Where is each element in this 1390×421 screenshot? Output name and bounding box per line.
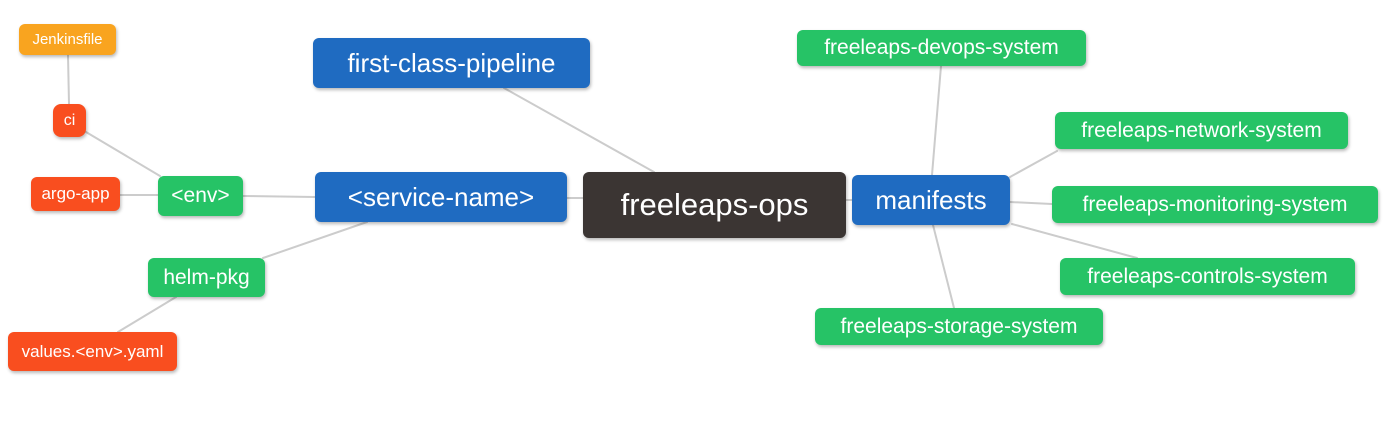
node-service-name[interactable]: <service-name> xyxy=(315,172,567,222)
edge-service-name-env xyxy=(242,195,316,198)
node-ci[interactable]: ci xyxy=(53,104,86,137)
node-helm-pkg[interactable]: helm-pkg xyxy=(148,258,265,297)
edge-manifests-freeleaps-devops-system xyxy=(931,65,942,176)
node-first-class-pipeline[interactable]: first-class-pipeline xyxy=(313,38,590,88)
node-values-env-yaml[interactable]: values.<env>.yaml xyxy=(8,332,177,371)
edge-manifests-freeleaps-network-system xyxy=(1009,150,1058,178)
edge-service-name-helm-pkg xyxy=(262,221,368,259)
edge-freeleaps-ops-first-class-pipeline xyxy=(503,87,655,173)
node-freeleaps-monitoring-system[interactable]: freeleaps-monitoring-system xyxy=(1052,186,1378,223)
node-freeleaps-storage-system[interactable]: freeleaps-storage-system xyxy=(815,308,1103,345)
node-manifests[interactable]: manifests xyxy=(852,175,1010,225)
edge-manifests-freeleaps-storage-system xyxy=(932,224,955,309)
node-argo-app[interactable]: argo-app xyxy=(31,177,120,211)
edge-manifests-freeleaps-monitoring-system xyxy=(1009,201,1053,205)
node-freeleaps-ops[interactable]: freeleaps-ops xyxy=(583,172,846,238)
edge-helm-pkg-values-env-yaml xyxy=(117,296,177,333)
edge-manifests-freeleaps-controls-system xyxy=(1011,223,1138,259)
edge-env-ci xyxy=(85,131,161,177)
node-freeleaps-controls-system[interactable]: freeleaps-controls-system xyxy=(1060,258,1355,295)
node-jenkinsfile[interactable]: Jenkinsfile xyxy=(19,24,116,55)
node-env[interactable]: <env> xyxy=(158,176,243,216)
node-freeleaps-devops-system[interactable]: freeleaps-devops-system xyxy=(797,30,1086,66)
node-freeleaps-network-system[interactable]: freeleaps-network-system xyxy=(1055,112,1348,149)
edge-ci-jenkinsfile xyxy=(67,54,70,105)
